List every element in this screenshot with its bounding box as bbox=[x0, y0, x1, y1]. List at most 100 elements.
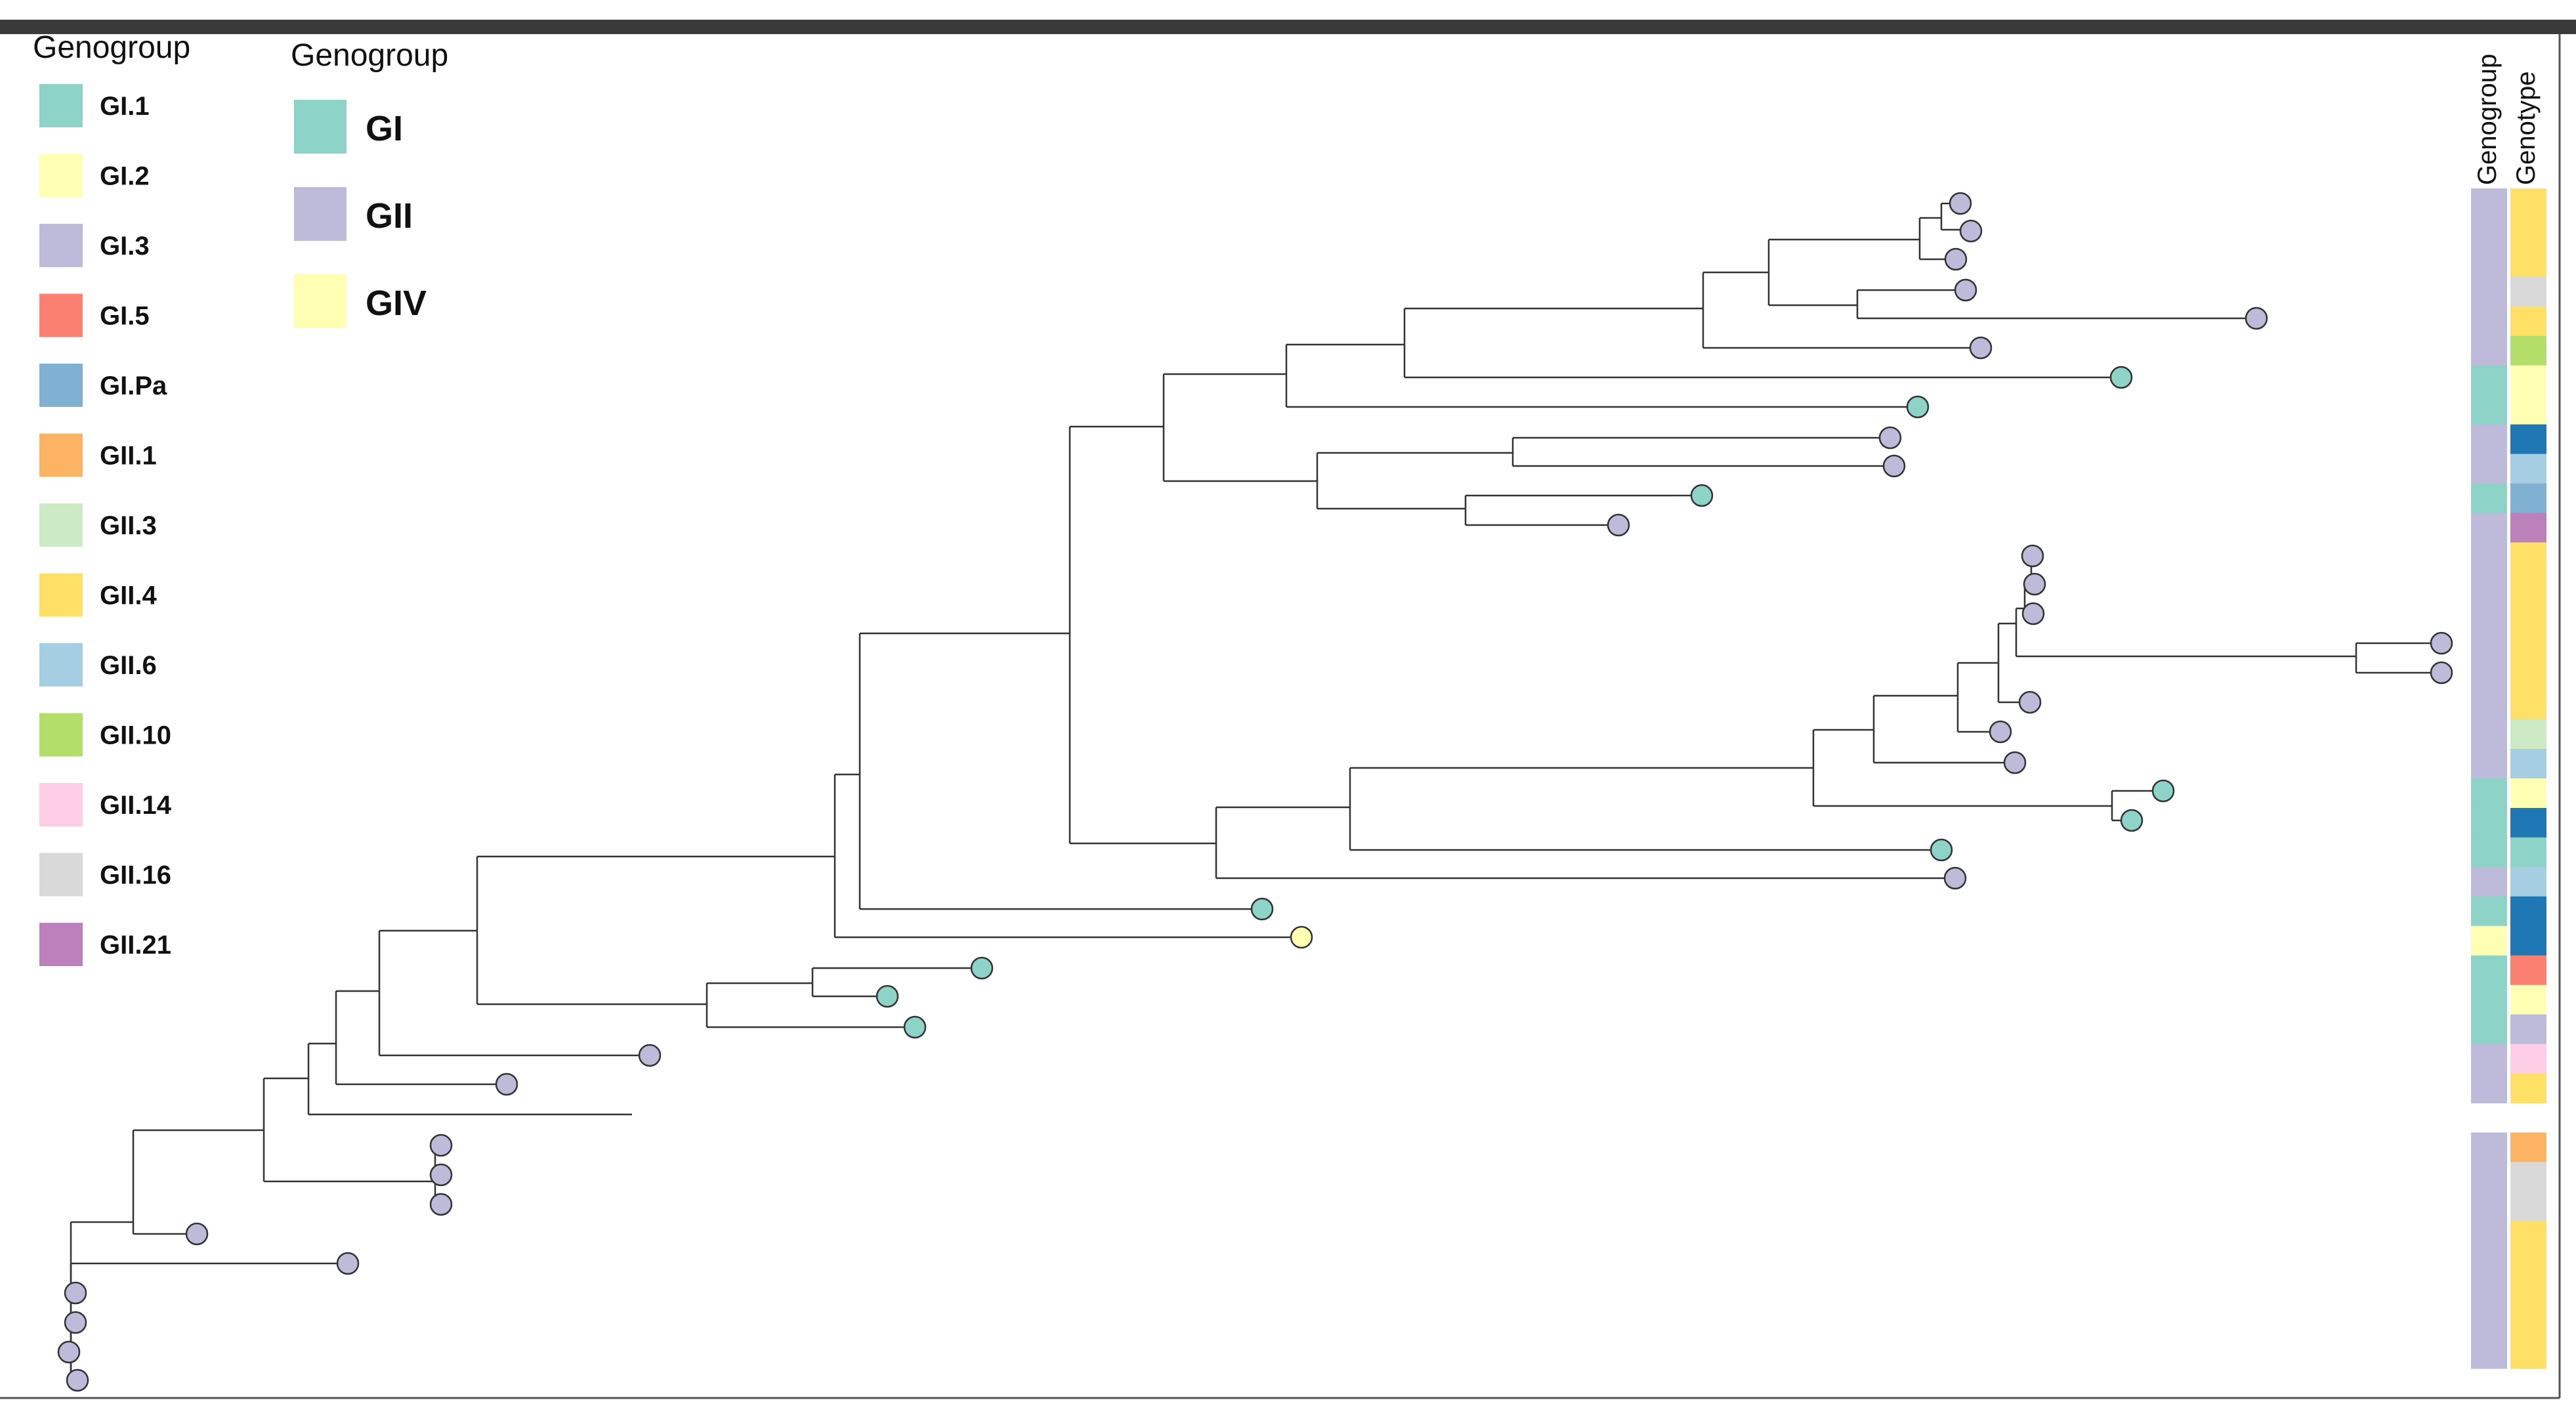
genotype-cell bbox=[2510, 1162, 2546, 1192]
tree-tip bbox=[1250, 897, 1274, 921]
genogroup-cell bbox=[2471, 483, 2507, 514]
legend-label: GII.1 bbox=[100, 442, 157, 471]
legend-label: GI.Pa bbox=[100, 371, 167, 400]
tree-tip bbox=[2151, 779, 2175, 803]
genotype-cell bbox=[2510, 365, 2546, 396]
tree-tip bbox=[2430, 661, 2453, 685]
genotype-cell bbox=[2510, 1309, 2546, 1340]
legend-label: GII.14 bbox=[100, 791, 172, 820]
legend-swatch bbox=[39, 433, 83, 477]
tree-tip bbox=[495, 1072, 518, 1096]
genogroup-cell bbox=[2471, 631, 2507, 661]
genotype-cell bbox=[2510, 955, 2546, 986]
legend-label: GI.3 bbox=[100, 232, 150, 261]
tree-tip bbox=[2245, 307, 2268, 330]
tree-tip bbox=[64, 1281, 87, 1305]
genotype-cell bbox=[2510, 837, 2546, 868]
genotype-cell bbox=[2510, 631, 2546, 661]
tree-branch bbox=[264, 774, 836, 1114]
tree-tip bbox=[2023, 572, 2046, 596]
genotype-cell bbox=[2510, 572, 2546, 602]
tree-tip bbox=[1954, 278, 1977, 302]
genotype-cell bbox=[2510, 601, 2546, 631]
genogroup-cell bbox=[2471, 1191, 2507, 1221]
genotype-cell bbox=[2510, 306, 2546, 337]
genogroup-strip-label: Genogroup bbox=[2473, 54, 2502, 185]
tree-branch bbox=[835, 427, 1071, 909]
genotype-cell bbox=[2510, 1280, 2546, 1310]
genotype-strip-label: Genotype bbox=[2512, 72, 2541, 185]
legend-label: GII.21 bbox=[100, 931, 171, 960]
legend-label: GII.3 bbox=[100, 511, 157, 540]
tree-tip bbox=[336, 1252, 360, 1275]
tree-tip bbox=[1989, 720, 2012, 744]
genotype-cell bbox=[2510, 985, 2546, 1015]
genogroup-cell bbox=[2471, 188, 2507, 219]
genogroup-cell bbox=[2471, 1250, 2507, 1281]
genogroup-cell bbox=[2471, 1221, 2507, 1251]
legend-swatch bbox=[294, 274, 347, 328]
genotype-cell bbox=[2510, 1339, 2546, 1369]
genotype-cell bbox=[2510, 1132, 2546, 1162]
genotype-cell bbox=[2510, 1250, 2546, 1281]
genogroup-cell bbox=[2471, 276, 2507, 307]
genogroup-cell bbox=[2471, 454, 2507, 484]
genogroup-cell bbox=[2471, 660, 2507, 690]
tree-branches bbox=[69, 202, 2441, 1386]
genotype-cell bbox=[2510, 1221, 2546, 1251]
genogroup-cell bbox=[2471, 807, 2507, 838]
tree-tip bbox=[2120, 809, 2143, 832]
genogroup-cell bbox=[2471, 424, 2507, 455]
legend-label: GI bbox=[366, 109, 403, 148]
tree-branch bbox=[835, 908, 1301, 939]
legend-swatch bbox=[39, 783, 83, 826]
tree-tip bbox=[57, 1340, 81, 1364]
tree-tip bbox=[876, 985, 899, 1008]
genogroup-cell bbox=[2471, 601, 2507, 631]
genogroup-cell bbox=[2471, 1162, 2507, 1192]
genogroup-cell bbox=[2471, 394, 2507, 425]
legend-swatch bbox=[39, 84, 83, 127]
legend-label: GII.4 bbox=[100, 582, 157, 610]
genogroup-cell bbox=[2471, 247, 2507, 278]
genotype-cell bbox=[2510, 454, 2546, 484]
tree-tip bbox=[2109, 366, 2133, 389]
tree-tip bbox=[638, 1044, 662, 1067]
genotype-cell bbox=[2510, 896, 2546, 927]
legend-label: GI.5 bbox=[100, 302, 150, 331]
tree-tip bbox=[429, 1133, 453, 1157]
legend-label: GII bbox=[366, 196, 413, 236]
genogroup-cell bbox=[2471, 365, 2507, 396]
tree-tip bbox=[2430, 631, 2453, 655]
tree-branch bbox=[70, 1078, 265, 1386]
genotype-cell bbox=[2510, 394, 2546, 425]
tree-branch bbox=[69, 1233, 348, 1386]
genotype-cell bbox=[2510, 866, 2546, 897]
genotype-legend: Genogroup GI.1GI.2GI.3GI.5GI.PaGII.1GII.… bbox=[33, 30, 190, 966]
genotype-cell bbox=[2510, 1191, 2546, 1221]
genogroup-cell bbox=[2471, 749, 2507, 779]
genogroup-cell bbox=[2471, 955, 2507, 986]
legend-swatch bbox=[39, 853, 83, 897]
tree-tip bbox=[1290, 925, 1313, 949]
genotype-cell bbox=[2510, 749, 2546, 779]
top-frame-bar bbox=[0, 20, 2576, 34]
genogroup-cell bbox=[2471, 542, 2507, 572]
legend-swatch bbox=[39, 643, 83, 687]
legend-label: GI.2 bbox=[100, 162, 150, 191]
tree-tip bbox=[64, 1311, 87, 1334]
genotype-cell bbox=[2510, 276, 2546, 307]
tree-tip bbox=[1930, 838, 1953, 862]
genotype-cell bbox=[2510, 719, 2546, 750]
genotype-cell bbox=[2510, 1044, 2546, 1074]
legend-label: GII.6 bbox=[100, 651, 157, 680]
genogroup-cell bbox=[2471, 1280, 2507, 1310]
legend-label: GII.10 bbox=[100, 721, 171, 750]
tree-tip bbox=[2021, 544, 2044, 568]
legend-swatch bbox=[39, 154, 83, 198]
genogroup-cell bbox=[2471, 866, 2507, 897]
genogroup-annotation-strip bbox=[2471, 188, 2507, 1369]
tree-tip bbox=[1944, 247, 1968, 271]
tree-tip bbox=[2018, 690, 2042, 714]
genotype-cell bbox=[2510, 1073, 2546, 1104]
